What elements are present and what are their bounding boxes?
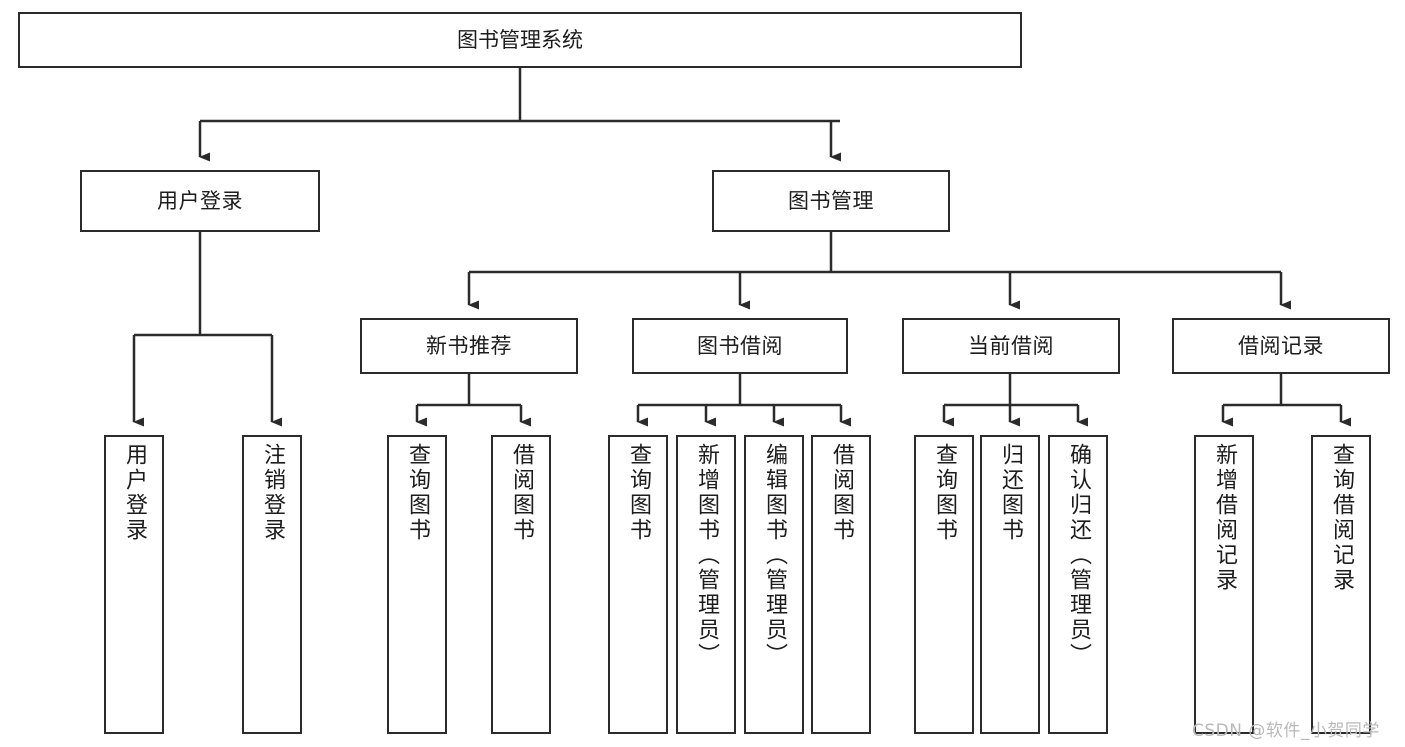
- node-current-borrow[interactable]: 当前借阅: [902, 318, 1120, 374]
- node-label: 查询图书: [932, 443, 957, 543]
- node-label: 用户登录: [157, 188, 243, 213]
- leaf-current-return-book[interactable]: 归还图书: [980, 435, 1040, 734]
- leaf-record-add-record[interactable]: 新增借阅记录: [1194, 435, 1254, 734]
- node-label: 图书管理系统: [457, 27, 583, 52]
- node-label: 当前借阅: [968, 333, 1054, 358]
- node-label: 编辑图书（管理员）: [762, 443, 787, 668]
- node-book-management[interactable]: 图书管理: [712, 170, 950, 232]
- node-label: 借阅图书: [829, 443, 854, 543]
- leaf-recommend-borrow-book[interactable]: 借阅图书: [491, 435, 551, 734]
- node-label: 图书借阅: [697, 333, 783, 358]
- node-label: 查询图书: [405, 443, 430, 543]
- node-label: 查询借阅记录: [1329, 443, 1354, 593]
- node-user-login[interactable]: 用户登录: [80, 170, 320, 232]
- node-borrow-record[interactable]: 借阅记录: [1172, 318, 1390, 374]
- leaf-current-query-book[interactable]: 查询图书: [914, 435, 974, 734]
- node-label: 新书推荐: [426, 333, 512, 358]
- leaf-record-query-record[interactable]: 查询借阅记录: [1311, 435, 1371, 734]
- node-label: 用户登录: [122, 443, 147, 543]
- leaf-borrow-add-book[interactable]: 新增图书（管理员）: [676, 435, 736, 734]
- node-label: 查询图书: [626, 443, 651, 543]
- csdn-watermark: CSDN @软件_小贺同学: [1192, 721, 1380, 741]
- leaf-recommend-query-book[interactable]: 查询图书: [387, 435, 447, 734]
- node-label: 图书管理: [788, 188, 874, 213]
- node-new-book-recommend[interactable]: 新书推荐: [360, 318, 578, 374]
- node-label: 注销登录: [260, 443, 285, 543]
- leaf-user-login-login[interactable]: 用户登录: [104, 435, 164, 734]
- leaf-borrow-borrow-book[interactable]: 借阅图书: [811, 435, 871, 734]
- leaf-borrow-edit-book[interactable]: 编辑图书（管理员）: [744, 435, 804, 734]
- node-label: 借阅记录: [1238, 333, 1324, 358]
- node-root-system[interactable]: 图书管理系统: [18, 12, 1022, 68]
- node-label: 新增借阅记录: [1212, 443, 1237, 593]
- leaf-user-login-logout[interactable]: 注销登录: [242, 435, 302, 734]
- leaf-current-confirm-return[interactable]: 确认归还（管理员）: [1048, 435, 1108, 734]
- node-label: 确认归还（管理员）: [1066, 443, 1091, 668]
- node-book-borrow[interactable]: 图书借阅: [632, 318, 848, 374]
- node-label: 借阅图书: [509, 443, 534, 543]
- node-label: 归还图书: [998, 443, 1023, 543]
- leaf-borrow-query-book[interactable]: 查询图书: [608, 435, 668, 734]
- node-label: 新增图书（管理员）: [694, 443, 719, 668]
